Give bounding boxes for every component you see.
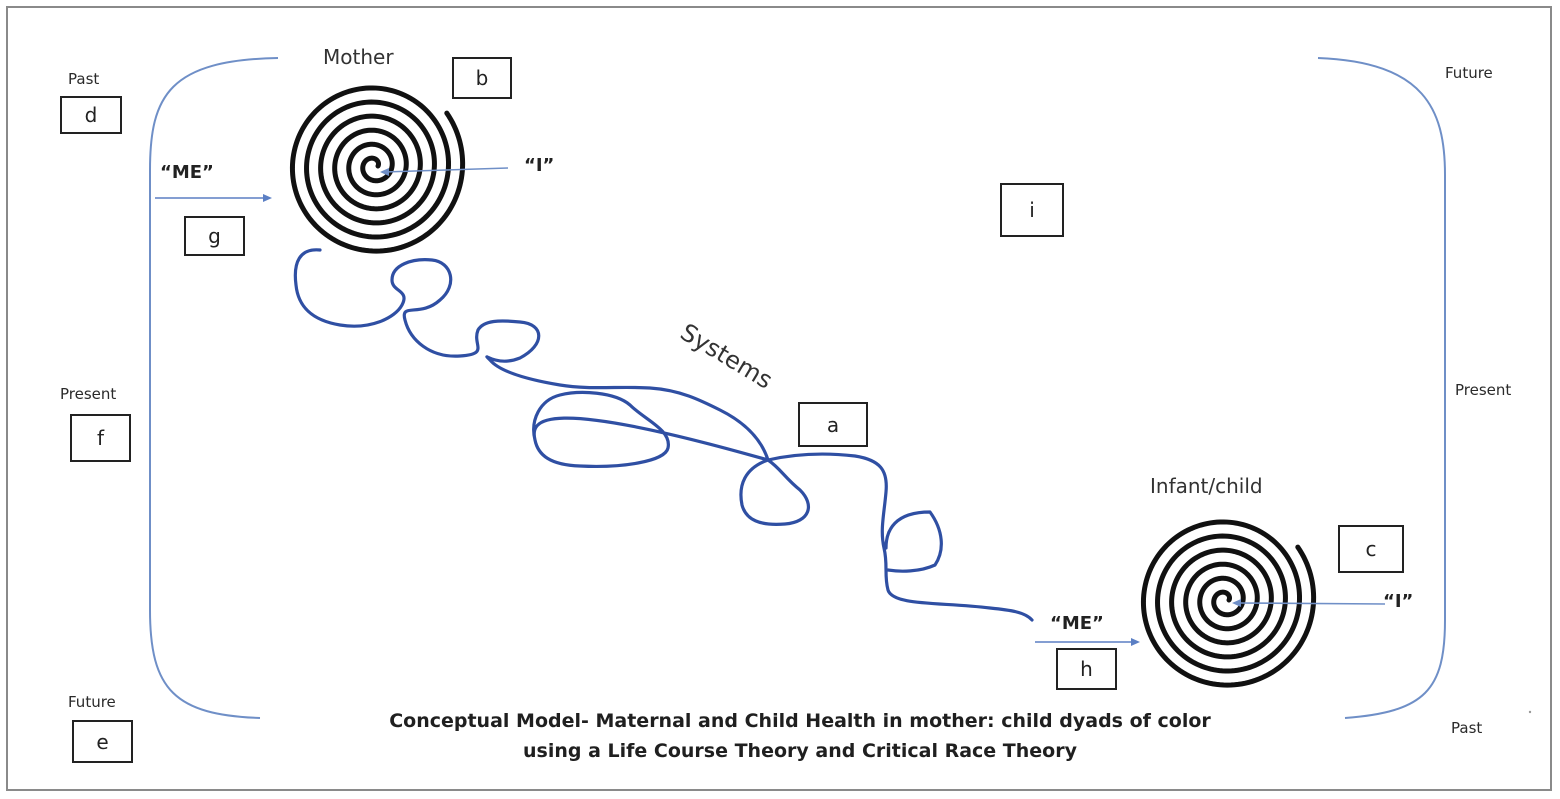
box-g: g <box>184 216 245 256</box>
box-a: a <box>798 402 868 447</box>
right-future-label: Future <box>1445 64 1493 82</box>
right-past-label: Past <box>1451 719 1482 737</box>
left-present-label: Present <box>60 385 116 403</box>
systems-path-lower <box>741 454 1032 620</box>
box-e: e <box>72 720 133 763</box>
diagram-caption: Conceptual Model- Maternal and Child Hea… <box>250 706 1350 766</box>
box-f: f <box>70 414 131 462</box>
left-future-label: Future <box>68 693 116 711</box>
left-timeline-bracket <box>150 58 278 718</box>
box-b: b <box>452 57 512 99</box>
child-i-arrowhead <box>1232 599 1241 607</box>
caption-line-1: Conceptual Model- Maternal and Child Hea… <box>250 706 1350 736</box>
box-i: i <box>1000 183 1064 237</box>
child-i-arrow <box>1238 603 1385 604</box>
mother-title: Mother <box>323 45 394 69</box>
box-h: h <box>1056 648 1117 690</box>
mother-i-label: “I” <box>524 155 554 176</box>
child-me-label: “ME” <box>1050 613 1104 634</box>
child-me-arrowhead <box>1131 638 1140 646</box>
mother-me-arrowhead <box>263 194 272 202</box>
mother-i-arrowhead <box>380 168 389 176</box>
left-past-label: Past <box>68 70 99 88</box>
caption-line-2: using a Life Course Theory and Critical … <box>250 736 1350 766</box>
stray-dot <box>1529 711 1531 713</box>
box-d: d <box>60 96 122 134</box>
systems-path <box>295 250 768 467</box>
right-present-label: Present <box>1455 381 1511 399</box>
box-c: c <box>1338 525 1404 573</box>
mother-me-label: “ME” <box>160 162 214 183</box>
child-i-label: “I” <box>1383 591 1413 612</box>
child-title: Infant/child <box>1150 474 1263 498</box>
right-timeline-bracket <box>1318 58 1445 718</box>
